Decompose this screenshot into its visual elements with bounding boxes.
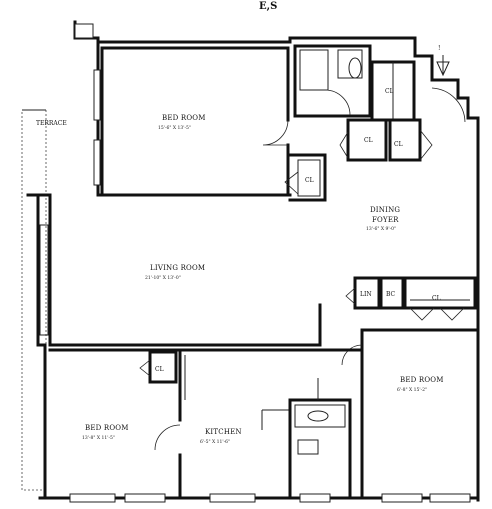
entry-mark: ! [438,45,440,52]
foyer-label: FOYER [372,216,399,224]
kitchen-walls [178,348,364,430]
left-wall-detail [39,224,49,336]
unit-label: E,S [259,1,277,12]
living-room-label: LIVING ROOM [150,264,205,272]
entry-door [431,55,466,123]
bedroom-left-label: BED ROOM [85,424,129,432]
windows-bottom [69,493,471,503]
bathroom-bottom [288,378,352,500]
dining-dims: 13'-6" X 9'-0" [366,226,396,232]
dining-label: DINING [370,206,400,214]
bedroom-top-dims: 15'-6" X 13'-5" [158,125,191,131]
bc-label: BC [386,291,396,298]
bathroom-top [293,44,372,118]
closet-bedroom-left-label: CL [155,366,164,373]
closet-bedroom-top-label: CL [305,177,314,184]
terrace-label: TERRACE [36,120,67,127]
bedroom-right-walls [341,328,480,500]
closet-bedroom-left [139,350,178,384]
bedroom-top-walls [100,46,327,202]
kitchen-label: KITCHEN [205,428,242,436]
bedroom-left-walls [48,348,182,500]
closet-mid-right-label: CL [394,141,403,148]
living-room-walls [48,303,322,347]
bedroom-top-label: BED ROOM [162,114,206,122]
linen-closets [345,276,477,321]
bedroom-right-label: BED ROOM [400,376,444,384]
closet-mid-left-label: CL [364,137,373,144]
windows-top [74,23,101,186]
living-room-dims: 21'-10" X 13'-0" [145,275,181,281]
bedroom-right-dims: 6'-8" X 15'-2" [397,387,427,393]
kitchen-dims: 6'-5" X 11'-6" [200,439,230,445]
closet-top-right-label: CL [385,88,394,95]
closet-bedroom-top [284,159,321,197]
terrace-area [21,109,47,491]
bedroom-left-dims: 13'-8" X 11'-5" [82,435,115,441]
lin-label: LIN [360,291,372,298]
cl-right-label: CL [432,295,441,302]
closets-mid [339,118,433,162]
